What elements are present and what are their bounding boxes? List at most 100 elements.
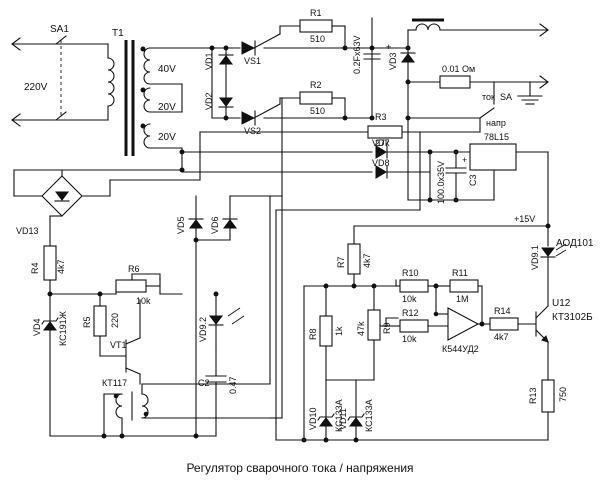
- r11-value: 1M: [456, 294, 469, 304]
- diode-vd3: VD3: [388, 39, 416, 119]
- sa1-switch: SA1: [50, 24, 69, 121]
- r3-name: R3: [375, 112, 387, 122]
- sa-mode-switch: ток SA напр: [407, 81, 512, 133]
- capacitor-c3: + 100.0x35V C3: [436, 151, 478, 204]
- shunt-resistor: 0.01 Ом: [407, 64, 549, 105]
- mains-input: 220V: [11, 37, 109, 127]
- sa1-label: SA1: [50, 24, 69, 35]
- r9-name: R9: [382, 322, 392, 334]
- plus15-label: +15V: [514, 214, 535, 224]
- regulator-78l15: 78L15: [407, 117, 549, 227]
- resistor-r4: R4 4k7: [30, 245, 66, 295]
- r1-name: R1: [310, 8, 322, 18]
- zener-vd4: VD4 КС191Ж: [32, 293, 68, 437]
- u12-name: U12: [552, 298, 571, 309]
- main-capacitor: + 0.2Fx63V: [352, 17, 391, 119]
- r6-value: 10k: [136, 296, 151, 306]
- vd4-value: КС191Ж: [58, 310, 68, 346]
- resistor-r12: R12 10k: [385, 308, 449, 344]
- diode-vd8: VD8: [181, 151, 431, 201]
- junction-dots: [47, 45, 551, 443]
- output-choke: [371, 18, 549, 49]
- vs1-label: VS1: [244, 56, 261, 66]
- tap-20v-label-1: 20V: [158, 102, 176, 113]
- diode-vd5: VD5: [176, 195, 204, 437]
- tap-40v-label: 40V: [158, 64, 176, 75]
- c2-name: C2: [198, 378, 210, 388]
- r8-value: 1k: [334, 326, 344, 336]
- vd1-label: VD1: [204, 52, 214, 70]
- r2-name: R2: [310, 80, 322, 90]
- r12-name: R12: [402, 308, 419, 318]
- c3-plus: +: [462, 155, 467, 165]
- led-vd9-1: VD9.1 АОД101: [530, 225, 594, 307]
- c3-value: 100.0x35V: [436, 161, 446, 204]
- r5-name: R5: [82, 316, 92, 328]
- r14-value: 4k7: [494, 332, 509, 342]
- pot-r9: 47k R9: [356, 285, 399, 381]
- tap-20v-label-2: 20V: [158, 132, 176, 143]
- zener-vd11: VD11 КС133А: [325, 379, 375, 441]
- r11-name: R11: [452, 268, 468, 278]
- diode-vd2: VD2: [204, 92, 234, 110]
- opamp-k544ud2: К544УД2: [433, 307, 491, 354]
- r13-value: 750: [558, 387, 568, 402]
- resistor-r2: R2 510: [279, 80, 346, 119]
- r6-name: R6: [128, 264, 140, 274]
- r7-name: R7: [336, 256, 346, 268]
- vd8-label: VD8: [372, 158, 390, 168]
- capacitor-c2: C2 0.47: [198, 349, 238, 437]
- pulse-transformer: [103, 383, 271, 437]
- c2-value: 0.47: [228, 376, 238, 394]
- t1-label: T1: [112, 28, 124, 39]
- mains-voltage-label: 220V: [24, 82, 48, 93]
- vd11-value: КС133А: [364, 399, 374, 432]
- sa-pos-napr: напр: [486, 118, 506, 128]
- vd9-2-label: VD9.2: [198, 317, 208, 342]
- u12-value: КТ3102Б: [552, 312, 593, 323]
- diode-vd7: VD7: [181, 138, 471, 159]
- resistor-r7: R7 4k7: [336, 225, 372, 287]
- resistor-r1: R1 510: [279, 8, 346, 49]
- zener-vd10: VD10 КС133А: [308, 379, 344, 441]
- resistor-r10: R10 10k: [395, 268, 437, 304]
- vd4-name: VD4: [32, 318, 42, 336]
- resistor-r5: R5 220: [82, 293, 120, 357]
- transistor-u12: U12 КТ3102Б: [535, 298, 593, 381]
- r8-name: R8: [308, 328, 318, 340]
- r10-name: R10: [402, 268, 419, 278]
- vd3-label: VD3: [388, 52, 398, 70]
- transformer-t1: T1 40V 20V 20V: [107, 28, 176, 156]
- optocoupler-vd9-2: VD9.2: [198, 293, 245, 351]
- vd9-1-name: VD9.1: [530, 245, 540, 270]
- plus15-rail: +15V: [353, 214, 549, 227]
- r9-value: 47k: [356, 321, 366, 336]
- ujt-vt1: VT1 КТ117: [99, 299, 141, 388]
- vd11-name: VD11: [338, 408, 348, 430]
- r3-value: 27k: [375, 138, 390, 148]
- vd9-1-value: АОД101: [556, 238, 594, 249]
- thyristor-vs2: VS2: [241, 97, 281, 136]
- resistor-r8: R8 1k: [308, 285, 344, 381]
- r7-value: 4k7: [362, 253, 372, 268]
- resistor-r13: R13 750: [528, 379, 568, 441]
- r4-value: 4k7: [56, 259, 66, 274]
- r10-value: 10k: [402, 294, 417, 304]
- r5-value: 220: [110, 313, 120, 328]
- bridge-vd13: VD13: [13, 131, 201, 247]
- diagram-caption: Регулятор сварочного тока / напряжения: [186, 461, 413, 475]
- vs2-label: VS2: [244, 126, 261, 136]
- right-bus-wiring: [275, 131, 549, 441]
- pot-r6: R6 10k: [49, 264, 183, 306]
- r4-name: R4: [30, 262, 40, 274]
- left-ground-bus: [49, 195, 283, 437]
- vd2-label: VD2: [204, 92, 214, 110]
- r2-value: 510: [310, 106, 325, 116]
- diode-vd6: VD6: [195, 97, 283, 241]
- cap-plus: +: [386, 42, 391, 52]
- shunt-label: 0.01 Ом: [442, 64, 475, 74]
- vt1-name: VT1: [110, 340, 127, 350]
- thyristor-vs1: VS1: [241, 25, 281, 66]
